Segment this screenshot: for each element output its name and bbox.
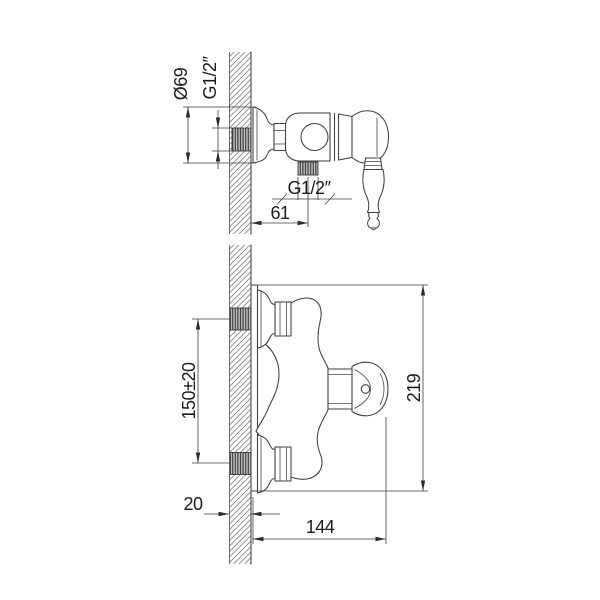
mixer-body-plan	[255, 297, 329, 480]
dome-cap-side	[351, 110, 390, 164]
handle-finial-side	[367, 211, 380, 229]
dimension-wall-thickness: 20	[183, 494, 280, 517]
hex-nut-top-plan	[274, 301, 292, 337]
inlet-nipple-bottom-plan	[230, 452, 252, 475]
valve-ball-side	[300, 122, 329, 152]
outlet-thread-side	[297, 161, 319, 176]
dim-label-outlet-thread: G1/2″	[288, 178, 332, 198]
dome-screw-plan	[360, 384, 371, 394]
side-view: Ø69 G1/2″ G1/2″ 61	[171, 51, 390, 235]
inlet-nipple-top-plan	[230, 307, 252, 331]
dimension-inlet-thread: G1/2″	[200, 55, 233, 169]
mounting-plate-plan	[250, 284, 259, 492]
dimension-mounting-depth: 144	[252, 417, 387, 544]
dim-label-inlet-thread: G1/2″	[200, 55, 220, 99]
inlet-thread-nipple-side	[231, 127, 252, 152]
dimension-escutcheon-diameter: Ø69	[171, 67, 256, 164]
dimension-inlet-spacing: 150±20	[179, 318, 231, 464]
dim-label-body-length: 219	[404, 373, 424, 402]
dim-label-wall-thickness: 20	[183, 494, 203, 514]
escutcheon-side	[252, 106, 275, 164]
wall-hatch-plan	[229, 245, 251, 564]
dimension-body-length: 219	[258, 284, 428, 492]
dim-label-outlet-offset: 61	[270, 203, 290, 223]
handle-grip-side	[362, 168, 385, 214]
dimension-outlet-thread: G1/2″	[272, 177, 352, 227]
hex-nut-bottom-plan	[274, 446, 292, 482]
wall-section-side	[229, 51, 252, 235]
dimension-outlet-offset: 61	[251, 203, 308, 226]
dim-label-mounting-depth: 144	[306, 517, 335, 537]
cartridge-neck-plan	[327, 368, 353, 410]
faucet-side	[252, 106, 390, 231]
plan-view: 150±20 219 20 144	[179, 244, 428, 565]
faucet-plan	[250, 284, 389, 494]
dim-label-escutcheon-diameter: Ø69	[171, 67, 191, 100]
handle-stem-side	[363, 157, 383, 171]
wall-section-plan	[229, 244, 252, 565]
dim-label-inlet-spacing: 150±20	[179, 362, 199, 419]
